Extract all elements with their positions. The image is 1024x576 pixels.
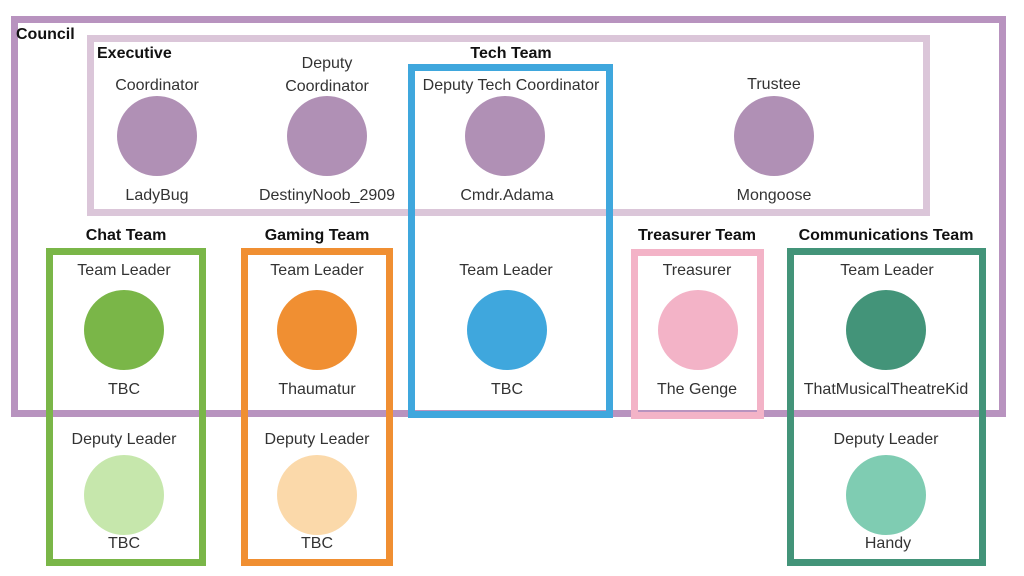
coordinator-role: Coordinator <box>115 77 199 94</box>
treasurer-name: The Genge <box>656 381 738 398</box>
chat-leader-role: Team Leader <box>77 262 171 279</box>
comms-deputy-name: Handy <box>864 535 912 552</box>
tech-leader-avatar <box>467 290 547 370</box>
comms-deputy-role: Deputy Leader <box>833 431 939 448</box>
comms-leader-name: ThatMusicalTheatreKid <box>803 381 969 398</box>
trustee-name: Mongoose <box>736 187 812 204</box>
gaming-leader-role: Team Leader <box>270 262 364 279</box>
trustee-role: Trustee <box>747 76 801 93</box>
chat-leader-name: TBC <box>108 381 140 398</box>
council-header: Council <box>16 26 75 43</box>
deputy-coordinator-name: DestinyNoob_2909 <box>258 187 396 204</box>
tech-team-box <box>408 64 613 418</box>
chat-team-box <box>46 248 206 566</box>
gaming-team-box <box>241 248 393 566</box>
tech-leader-role: Team Leader <box>459 262 553 279</box>
chat-team-header: Chat Team <box>85 227 167 244</box>
executive-header: Executive <box>97 45 172 62</box>
trustee-avatar <box>734 96 814 176</box>
gaming-deputy-avatar <box>277 455 357 535</box>
deputy-tech-coordinator-role: Deputy Tech Coordinator <box>422 77 600 94</box>
communications-team-box <box>787 248 986 566</box>
deputy-tech-coordinator-avatar <box>465 96 545 176</box>
tech-team-header: Tech Team <box>470 45 552 62</box>
deputy-coordinator-avatar <box>287 96 367 176</box>
tech-leader-name: TBC <box>491 381 523 398</box>
treasurer-team-header: Treasurer Team <box>638 227 756 244</box>
gaming-leader-name: Thaumatur <box>278 381 356 398</box>
deputy-tech-coordinator-name: Cmdr.Adama <box>460 187 554 204</box>
coordinator-avatar <box>117 96 197 176</box>
chat-deputy-role: Deputy Leader <box>71 431 177 448</box>
deputy-coordinator-role: Deputy Coordinator <box>285 55 369 95</box>
treasurer-role: Treasurer <box>662 262 732 279</box>
communications-team-header: Communications Team <box>798 227 974 244</box>
gaming-leader-avatar <box>277 290 357 370</box>
comms-leader-role: Team Leader <box>840 262 934 279</box>
treasurer-team-box <box>631 249 764 419</box>
comms-deputy-avatar <box>846 455 926 535</box>
comms-leader-avatar <box>846 290 926 370</box>
gaming-deputy-name: TBC <box>301 535 333 552</box>
chat-leader-avatar <box>84 290 164 370</box>
chat-deputy-name: TBC <box>108 535 140 552</box>
gaming-team-header: Gaming Team <box>264 227 370 244</box>
coordinator-name: LadyBug <box>125 187 189 204</box>
treasurer-avatar <box>658 290 738 370</box>
chat-deputy-avatar <box>84 455 164 535</box>
gaming-deputy-role: Deputy Leader <box>264 431 370 448</box>
executive-box <box>87 35 930 216</box>
